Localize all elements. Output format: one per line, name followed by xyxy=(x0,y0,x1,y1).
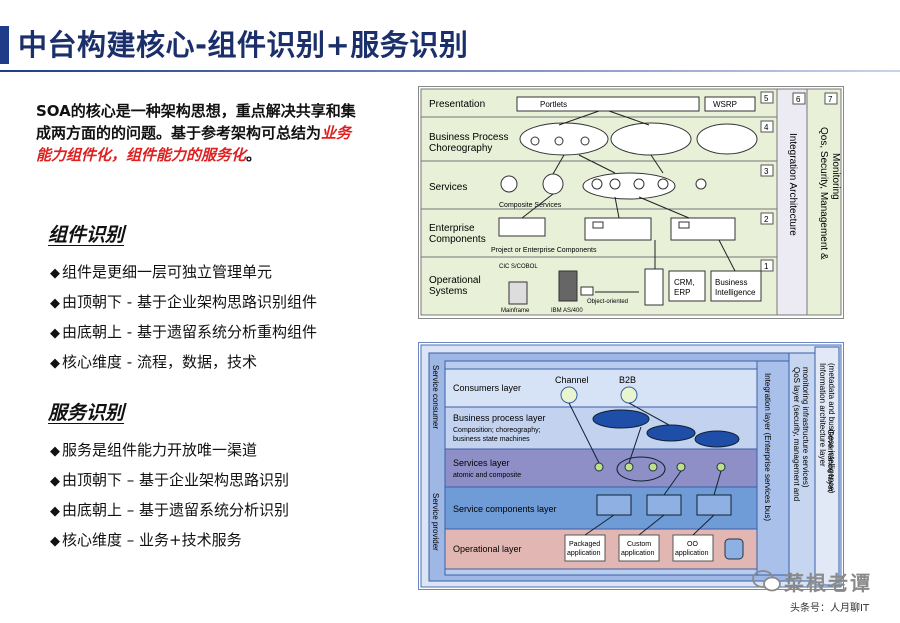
consumers-layer-label: Consumers layer xyxy=(453,383,521,393)
erp-label: ERP xyxy=(674,288,690,297)
soa-reference-architecture-diagram: Presentation Business Process Choreograp… xyxy=(418,86,844,319)
layer-os-label: Operational xyxy=(429,275,481,286)
list-item: 核心维度 – 业务+技术服务 xyxy=(50,526,289,556)
qos-label-2: Monitoring xyxy=(830,153,841,200)
integration-num: 6 xyxy=(796,95,801,104)
qos-label-1: Qos, Security, Management & xyxy=(818,127,829,260)
component-list: 组件是更细一层可独立管理单元 由顶朝下 - 基于企业架构思路识别组件 由底朝上 … xyxy=(50,258,317,378)
integration-layer-label: Integration layer (Enterprise services b… xyxy=(763,373,772,521)
object-oriented-label: Object-oriented xyxy=(587,299,628,305)
soa-layers-diagram: Integration layer (Enterprise services b… xyxy=(418,342,844,590)
layer-num: 3 xyxy=(764,167,769,176)
intro-text: SOA的核心是一种架构思想，重点解决共享和集成两方面的的问题。基于参考架构可总结… xyxy=(36,102,356,142)
portlets-label: Portlets xyxy=(540,100,567,109)
service-components-label: Service components layer xyxy=(453,504,557,514)
qos-num: 7 xyxy=(828,95,833,104)
b2b-label: B2B xyxy=(619,375,636,385)
qos-layer-label-2: monitoring infrastructure services) xyxy=(801,367,810,488)
component-heading: 组件识别 xyxy=(48,224,125,246)
list-item: 组件是更细一层可独立管理单元 xyxy=(50,258,317,288)
integration-architecture-label: Integration Architecture xyxy=(787,133,798,236)
list-item: 服务是组件能力开放唯一渠道 xyxy=(50,436,289,466)
packaged-label-2: application xyxy=(567,550,601,557)
cics-label: CIC S/COBOL xyxy=(499,264,538,270)
intro-paragraph: SOA的核心是一种架构思想，重点解决共享和集成两方面的的问题。基于参考架构可总结… xyxy=(36,100,366,166)
service-list: 服务是组件能力开放唯一渠道 由顶朝下 – 基于企业架构思路识别 由底朝上 – 基… xyxy=(50,436,289,556)
page-title: 中台构建核心-组件识别+服务识别 xyxy=(18,28,469,62)
custom-label-2: application xyxy=(621,550,655,557)
list-item: 由顶朝下 – 基于企业架构思路识别 xyxy=(50,466,289,496)
watermark: 菜根老谭 xyxy=(752,566,892,596)
services-layer-label: Services layer xyxy=(453,458,510,468)
packaged-label: Packaged xyxy=(569,541,600,548)
title-accent-bar xyxy=(0,26,9,64)
ibm-label: IBM AS/400 xyxy=(551,308,583,314)
title-divider xyxy=(0,70,900,72)
layer-ec-label-2: Components xyxy=(429,234,486,245)
list-item: 由顶朝下 - 基于企业架构思路识别组件 xyxy=(50,288,317,318)
bi-label-2: Intelligence xyxy=(715,288,756,297)
composite-services-label: Composite Services xyxy=(499,202,562,209)
list-item: 由底朝上 - 基于遗留系统分析重构组件 xyxy=(50,318,317,348)
layer-num: 5 xyxy=(764,94,769,103)
intro-end: 。 xyxy=(246,146,262,164)
title-bar: 中台构建核心-组件识别+服务识别 xyxy=(0,22,900,72)
service-provider-label: Service provider xyxy=(431,493,440,551)
oo-label-2: application xyxy=(675,550,709,557)
project-components-label: Project or Enterprise Components xyxy=(491,247,597,254)
layer-os-label-2: Systems xyxy=(429,286,467,297)
channel-label: Channel xyxy=(555,375,589,385)
mainframe-label: Mainframe xyxy=(501,308,530,314)
custom-label: Custom xyxy=(627,541,651,548)
list-item: 由底朝上 – 基于遗留系统分析识别 xyxy=(50,496,289,526)
layer-num: 4 xyxy=(764,123,769,132)
services-layer-sub: atomic and composite xyxy=(453,472,521,479)
qos-layer-label-1: QoS layer (security, management and xyxy=(792,367,801,501)
footer-text: 头条号：人月聊IT xyxy=(790,603,870,614)
wsrp-label: WSRP xyxy=(713,100,737,109)
business-process-layer-label: Business process layer xyxy=(453,413,546,423)
bp-sub-1: Composition; choreography; xyxy=(453,427,541,434)
layer-bpc-label: Business Process xyxy=(429,132,508,143)
bp-sub-2: business state machines xyxy=(453,436,530,443)
layer-presentation-label: Presentation xyxy=(429,99,485,110)
info-layer-label-2: (metadata and business intelligence) xyxy=(827,363,836,494)
wechat-icon xyxy=(752,570,781,592)
info-layer-label-1: Information architecture layer xyxy=(818,363,827,467)
layer-num: 1 xyxy=(764,262,769,271)
oo-label: OO xyxy=(687,541,698,548)
operational-layer-label: Operational layer xyxy=(453,544,522,554)
layer-ec-label: Enterprise xyxy=(429,223,475,234)
crm-label: CRM, xyxy=(674,278,694,287)
bi-label: Business xyxy=(715,278,747,287)
layer-bpc-label-2: Choreography xyxy=(429,143,492,154)
list-item: 核心维度 - 流程，数据，技术 xyxy=(50,348,317,378)
layer-num: 2 xyxy=(764,215,769,224)
intro-highlight: 业务能力组件化，组件能力的服务化 xyxy=(36,124,352,164)
watermark-text: 菜根老谭 xyxy=(784,571,872,595)
service-heading: 服务识别 xyxy=(48,402,125,424)
service-consumer-label: Service consumer xyxy=(431,365,440,429)
layer-services-label: Services xyxy=(429,182,467,193)
governance-layer-label: Governance layer xyxy=(826,429,835,492)
